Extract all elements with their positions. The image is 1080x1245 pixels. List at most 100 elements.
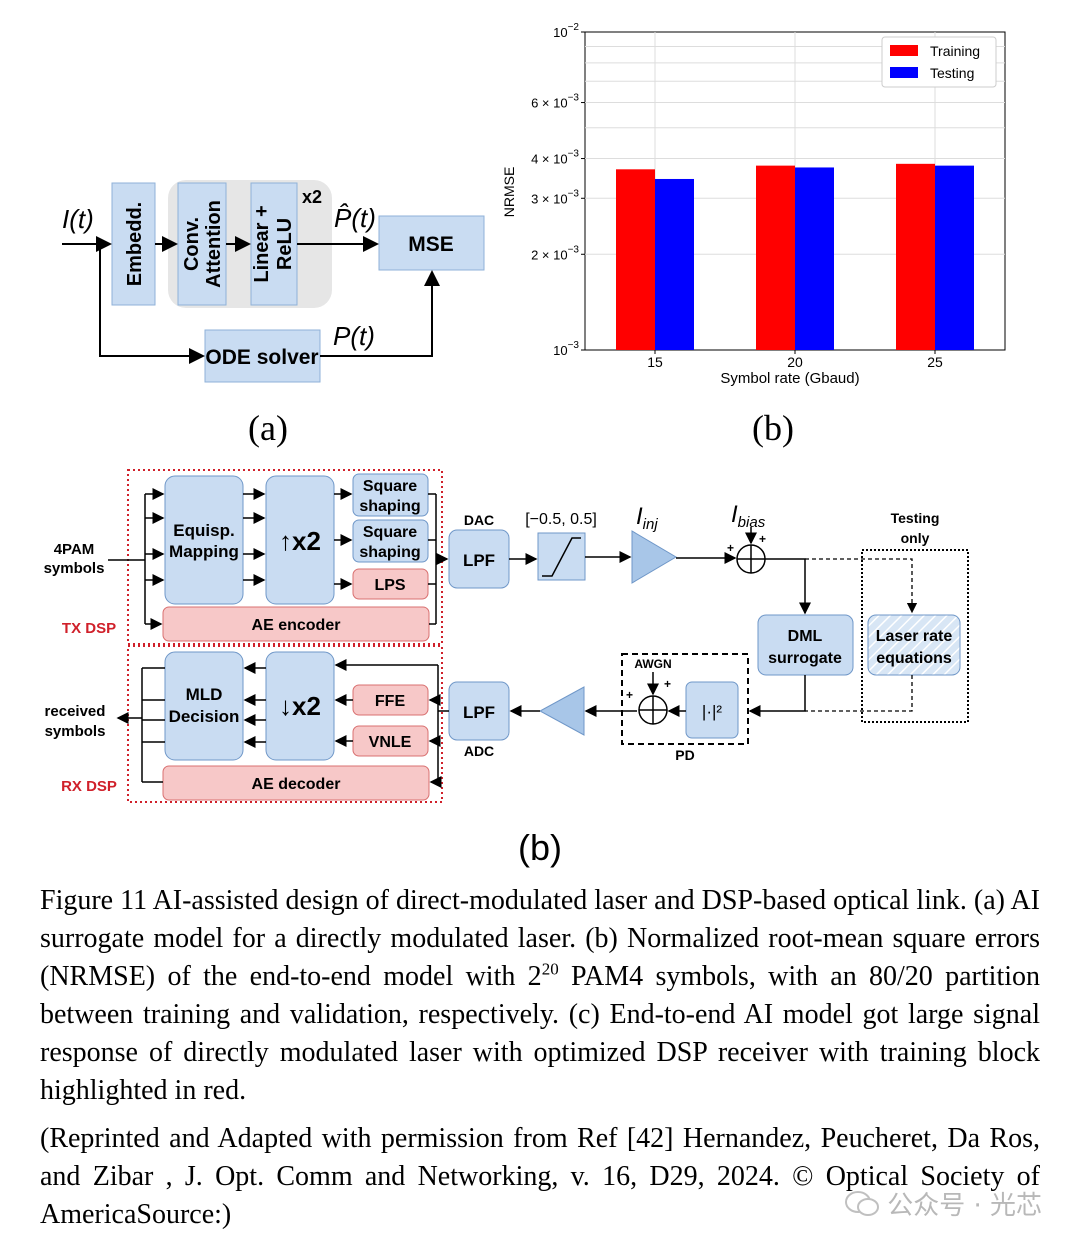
panel-c-diagram: 4PAM symbols TX DSP Equisp. Mapping ↑x2 … [44, 469, 969, 868]
bar-training-15 [616, 169, 655, 350]
output-label-2: symbols [45, 723, 106, 740]
ode-label: ODE solver [205, 346, 318, 369]
figure-caption: Figure 11 AI-assisted design of direct-m… [40, 882, 1040, 1110]
dml-label-2: surrogate [768, 650, 842, 667]
driver-amplifier [631, 530, 677, 584]
bar-training-20 [756, 165, 795, 350]
equisp-mapping-block [164, 475, 244, 605]
bar-testing-15 [655, 178, 694, 350]
ae-encoder-label: AE encoder [252, 617, 341, 634]
legend-label-training: Training [930, 43, 980, 59]
panel-a-diagram: Embedd. Conv. Attention Linear + ReLU x2… [62, 180, 485, 448]
ae-decoder-label: AE decoder [252, 776, 341, 793]
chart-bars [616, 163, 974, 350]
mld-label-1: MLD [186, 685, 223, 704]
square1-label-1: Square [363, 478, 417, 495]
tx-dsp-label: TX DSP [62, 620, 116, 637]
conv-label-1: Conv. [181, 217, 203, 271]
output-label-1: received [45, 703, 106, 720]
panel-a-arrows [62, 236, 440, 364]
caption-text-2: PAM4 symbols, with an 80/20 partition be… [40, 961, 1040, 1106]
laser-label-1: Laser rate [876, 628, 953, 645]
awgn-plus-2: + [664, 677, 671, 691]
mse-label: MSE [408, 233, 454, 256]
ode-block [204, 329, 321, 383]
dac-label: DAC [464, 512, 494, 528]
reprint-note: (Reprinted and Adapted with permission f… [40, 1120, 1040, 1234]
rx-lpf-label: LPF [463, 703, 495, 722]
square-shaping-block-2 [352, 519, 429, 563]
caption-text-1: Figure 11 AI-assisted design of direct-m… [40, 885, 1040, 992]
y-tick-label: 2 × 10−3 [531, 244, 579, 262]
bar-testing-20 [795, 167, 834, 350]
i-bias-label: Ibias [731, 501, 766, 531]
y-tick-label: 3 × 10−3 [531, 188, 579, 206]
mse-block [378, 215, 485, 271]
square-law-block [685, 681, 739, 739]
square-law-label: |·|² [702, 702, 722, 721]
y-axis-label: NRMSE [501, 167, 517, 218]
square1-label-2: shaping [359, 498, 420, 515]
reprint-text: (Reprinted and Adapted with permission f… [40, 1123, 1040, 1230]
linear-label-1: Linear + [251, 205, 273, 282]
rx-amplifier [538, 686, 585, 736]
clip-range-label: [−0.5, 0.5] [525, 511, 597, 528]
downsample-label: ↓x2 [279, 691, 321, 721]
vnle-label: VNLE [369, 734, 412, 751]
chart-legend: Training Testing [881, 36, 997, 88]
awgn-plus-1: + [626, 688, 633, 702]
input-label-1: 4PAM [54, 541, 95, 558]
input-label: I(t) [62, 204, 94, 234]
laser-label-2: equations [876, 650, 952, 667]
lps-label: LPS [374, 577, 405, 594]
clipper-curve [542, 537, 581, 577]
awgn-label: AWGN [634, 657, 671, 671]
laser-rate-equations-block [867, 614, 961, 676]
x-tick-label: 15 [647, 354, 663, 370]
downsample-block [265, 651, 335, 761]
legend-swatch-testing [890, 67, 918, 78]
ae-decoder-block [162, 765, 430, 801]
embed-label: Embedd. [124, 202, 146, 286]
rx-dsp-frame [127, 645, 443, 803]
testing-label-1: Testing [891, 510, 940, 526]
repeat-label: x2 [302, 187, 322, 207]
legend-swatch-training [890, 45, 918, 56]
panel-b-label: (b) [752, 408, 794, 448]
bar-testing-25 [935, 165, 974, 350]
legend-label-testing: Testing [930, 65, 974, 81]
rx-dsp-label: RX DSP [61, 778, 117, 795]
y-tick-labels: 10−210−36 × 10−34 × 10−33 × 10−32 × 10−3 [531, 22, 585, 358]
linear-label-2: ReLU [274, 218, 296, 270]
pd-label: PD [675, 747, 694, 763]
y-tick-label: 10−3 [553, 340, 579, 358]
pred-output-label: P̂(t) [334, 203, 376, 233]
bias-plus-1: + [727, 541, 734, 555]
adc-label: ADC [464, 743, 494, 759]
nrmse-bar-chart: 10−210−36 × 10−34 × 10−33 × 10−32 × 10−3… [501, 22, 1006, 448]
upsample-label: ↑x2 [279, 526, 321, 556]
conv-label-2: Attention [203, 200, 225, 288]
x-tick-label: 25 [927, 354, 943, 370]
equisp-label-1: Equisp. [173, 521, 234, 540]
bias-plus-2: + [759, 532, 766, 546]
watermark: 公众号 · 光芯 [845, 1185, 1042, 1222]
square2-label-1: Square [363, 524, 417, 541]
conv-block [177, 182, 227, 306]
wechat-logo-icon [845, 1190, 880, 1216]
pd-frame [621, 653, 749, 745]
x-axis-label: Symbol rate (Gbaud) [720, 370, 859, 387]
true-output-label: P(t) [333, 321, 375, 351]
watermark-text: 公众号 · 光芯 [887, 1191, 1042, 1221]
square2-label-2: shaping [359, 544, 420, 561]
y-tick-label: 4 × 10−3 [531, 149, 579, 167]
bar-training-25 [896, 163, 935, 350]
testing-label-2: only [901, 530, 930, 546]
panel-a-label: (a) [248, 408, 288, 448]
input-label-2: symbols [44, 560, 105, 577]
caption-superscript: 20 [541, 959, 559, 979]
dml-label-1: DML [788, 628, 823, 645]
equisp-label-2: Mapping [169, 542, 239, 561]
mld-label-2: Decision [169, 707, 240, 726]
